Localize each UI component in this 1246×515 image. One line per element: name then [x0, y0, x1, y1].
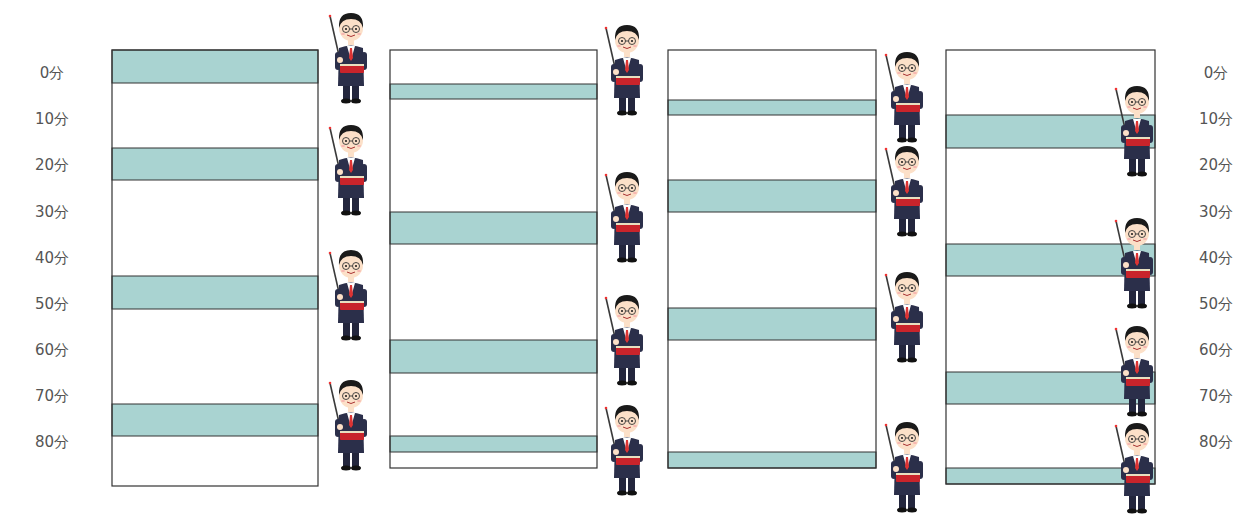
teacher-icon — [329, 13, 1153, 514]
time-label: 60分 — [1184, 341, 1246, 359]
time-label: 10分 — [20, 110, 84, 128]
time-label: 0分 — [1184, 64, 1246, 82]
time-label: 40分 — [20, 249, 84, 267]
time-label: 70分 — [20, 387, 84, 405]
time-label: 0分 — [20, 64, 84, 82]
time-label: 50分 — [1184, 295, 1246, 313]
time-label: 20分 — [20, 156, 84, 174]
time-label: 40分 — [1184, 249, 1246, 267]
time-label: 30分 — [1184, 203, 1246, 221]
time-label: 20分 — [1184, 156, 1246, 174]
time-label: 10分 — [1184, 110, 1246, 128]
time-label: 50分 — [20, 295, 84, 313]
time-label: 70分 — [1184, 387, 1246, 405]
time-label: 60分 — [20, 341, 84, 359]
time-label: 80分 — [1184, 433, 1246, 451]
time-label: 30分 — [20, 203, 84, 221]
time-label: 80分 — [20, 433, 84, 451]
